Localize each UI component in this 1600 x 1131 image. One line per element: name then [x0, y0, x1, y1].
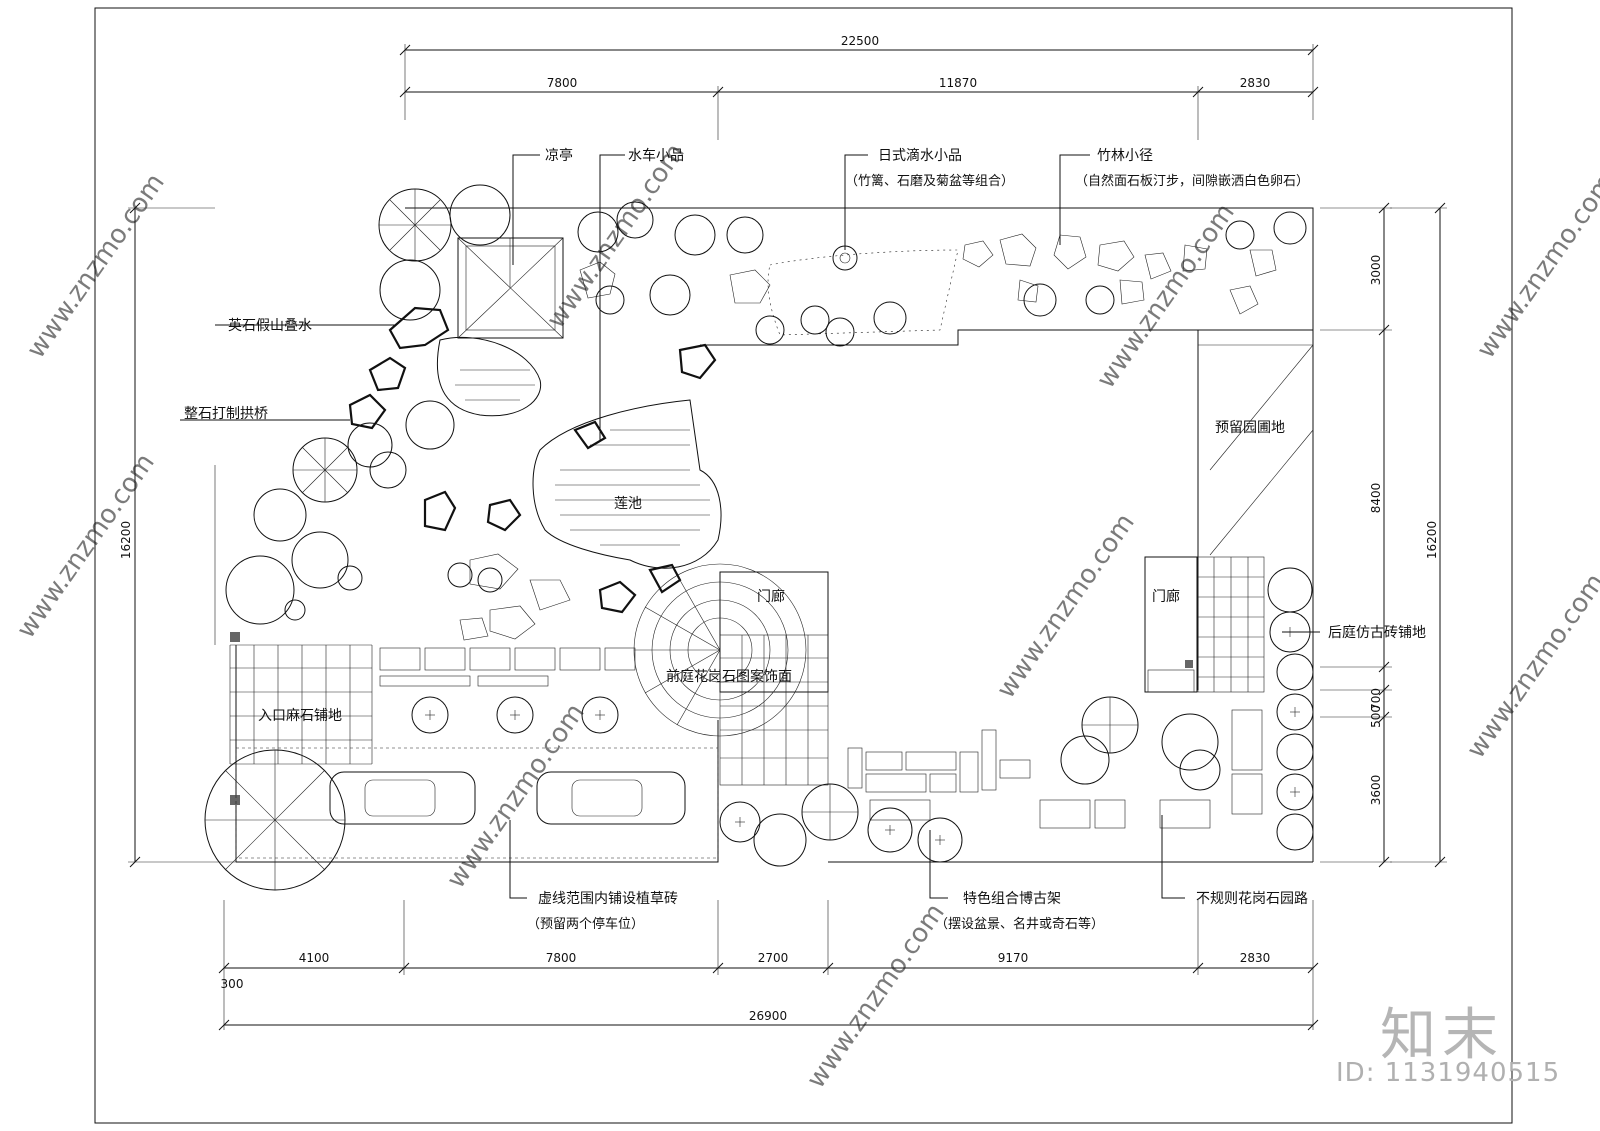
dim-right-part: 8400 [1369, 483, 1383, 514]
dim-right-part: 3600 [1369, 775, 1383, 806]
watermark-text: www.znzmo.com [11, 448, 161, 644]
lotus-pond [436, 336, 722, 569]
dim-bottom-offset: 300 [221, 977, 244, 991]
label-bamboo-title: 竹林小径 [1097, 148, 1153, 164]
dim-top-total: 22500 [841, 34, 879, 48]
pavilion [457, 237, 564, 339]
brand-watermark: 知末 [1380, 1003, 1504, 1068]
label-granite-path: 不规则花岗石园路 [1196, 891, 1308, 907]
label-front-granite: 前庭花岗石图案饰面 [666, 668, 792, 685]
watermark-text: www.znzmo.com [441, 698, 591, 894]
label-lotus-pond: 莲池 [614, 496, 642, 512]
dim-bottom-part: 7800 [546, 951, 577, 965]
plan-labels: 凉亭 水车小品 日式滴水小品 （竹篱、石磨及菊盆等组合） 竹林小径 （自然面石板… [184, 147, 1426, 932]
watermark-layer: www.znzmo.com www.znzmo.com www.znzmo.co… [11, 138, 1600, 1094]
dim-bottom-part: 2830 [1240, 951, 1271, 965]
bogu-rack-blocks [847, 709, 1263, 829]
stepping-stones [459, 233, 1277, 641]
label-bogu-sub: （摆设盆景、名井或奇石等） [935, 916, 1104, 932]
dim-right-total: 16200 [1425, 521, 1439, 559]
dim-top-part: 11870 [939, 76, 977, 90]
dim-bottom-part: 9170 [998, 951, 1029, 965]
watermark-text: www.znzmo.com [1471, 168, 1600, 364]
label-waterwheel: 水车小品 [628, 147, 684, 164]
label-gallery-back: 门廊 [1152, 588, 1180, 605]
dim-right-part: 700 [1369, 688, 1383, 711]
sheet-frame [94, 7, 1513, 1124]
watermark-text: www.znzmo.com [1461, 568, 1600, 764]
watermark-text: www.znzmo.com [801, 898, 951, 1094]
label-gallery-front: 门廊 [757, 588, 785, 605]
label-bogu-title: 特色组合博古架 [963, 890, 1061, 907]
label-back-paving: 后庭仿古砖铺地 [1328, 624, 1426, 641]
label-arch-bridge: 整石打制拱桥 [184, 405, 268, 422]
dim-bottom-part: 2700 [758, 951, 789, 965]
parking-car [329, 771, 686, 825]
watermark-text: www.znzmo.com [21, 168, 171, 364]
dimension-lines [128, 44, 1447, 1031]
label-drip-title: 日式滴水小品 [878, 147, 962, 164]
label-drip-sub: （竹篱、石磨及菊盆等组合） [845, 173, 1014, 189]
dim-bottom-part: 4100 [299, 951, 330, 965]
dim-top-part: 7800 [547, 76, 578, 90]
label-grass-sub: （预留两个停车位） [527, 916, 644, 932]
front-granite-pattern [633, 563, 807, 737]
gallery-back-block [1144, 556, 1198, 693]
watermark-text: www.znzmo.com [991, 508, 1141, 704]
tree-symbols [204, 184, 1314, 891]
label-entrance-paving: 入口麻石铺地 [258, 708, 342, 724]
label-rockery: 英石假山叠水 [228, 317, 312, 334]
watermark-text: www.znzmo.com [541, 138, 691, 334]
dim-top-part: 2830 [1240, 76, 1271, 90]
label-pavilion: 凉亭 [545, 147, 573, 164]
drip-feature-area [767, 249, 959, 336]
leader-lines [180, 154, 1320, 899]
paving-grids [229, 556, 1265, 859]
label-reserved-garden: 预留园圃地 [1215, 420, 1285, 436]
label-grass-title: 虚线范围内铺设植草砖 [538, 890, 678, 907]
label-bamboo-sub: （自然面石板汀步，间隙嵌洒白色卵石） [1075, 173, 1309, 189]
dim-left-total: 16200 [119, 521, 133, 559]
dimension-texts: 22500 7800 11870 2830 4100 7800 2700 917… [119, 34, 1439, 1023]
rockery-stones [348, 306, 717, 614]
dim-bottom-total: 26900 [749, 1009, 787, 1023]
image-id-watermark: ID: 1131940515 [1336, 1058, 1561, 1088]
dim-right-part: 3000 [1369, 255, 1383, 286]
gallery-front-block [719, 571, 829, 693]
dim-right-part: 500 [1369, 705, 1383, 728]
